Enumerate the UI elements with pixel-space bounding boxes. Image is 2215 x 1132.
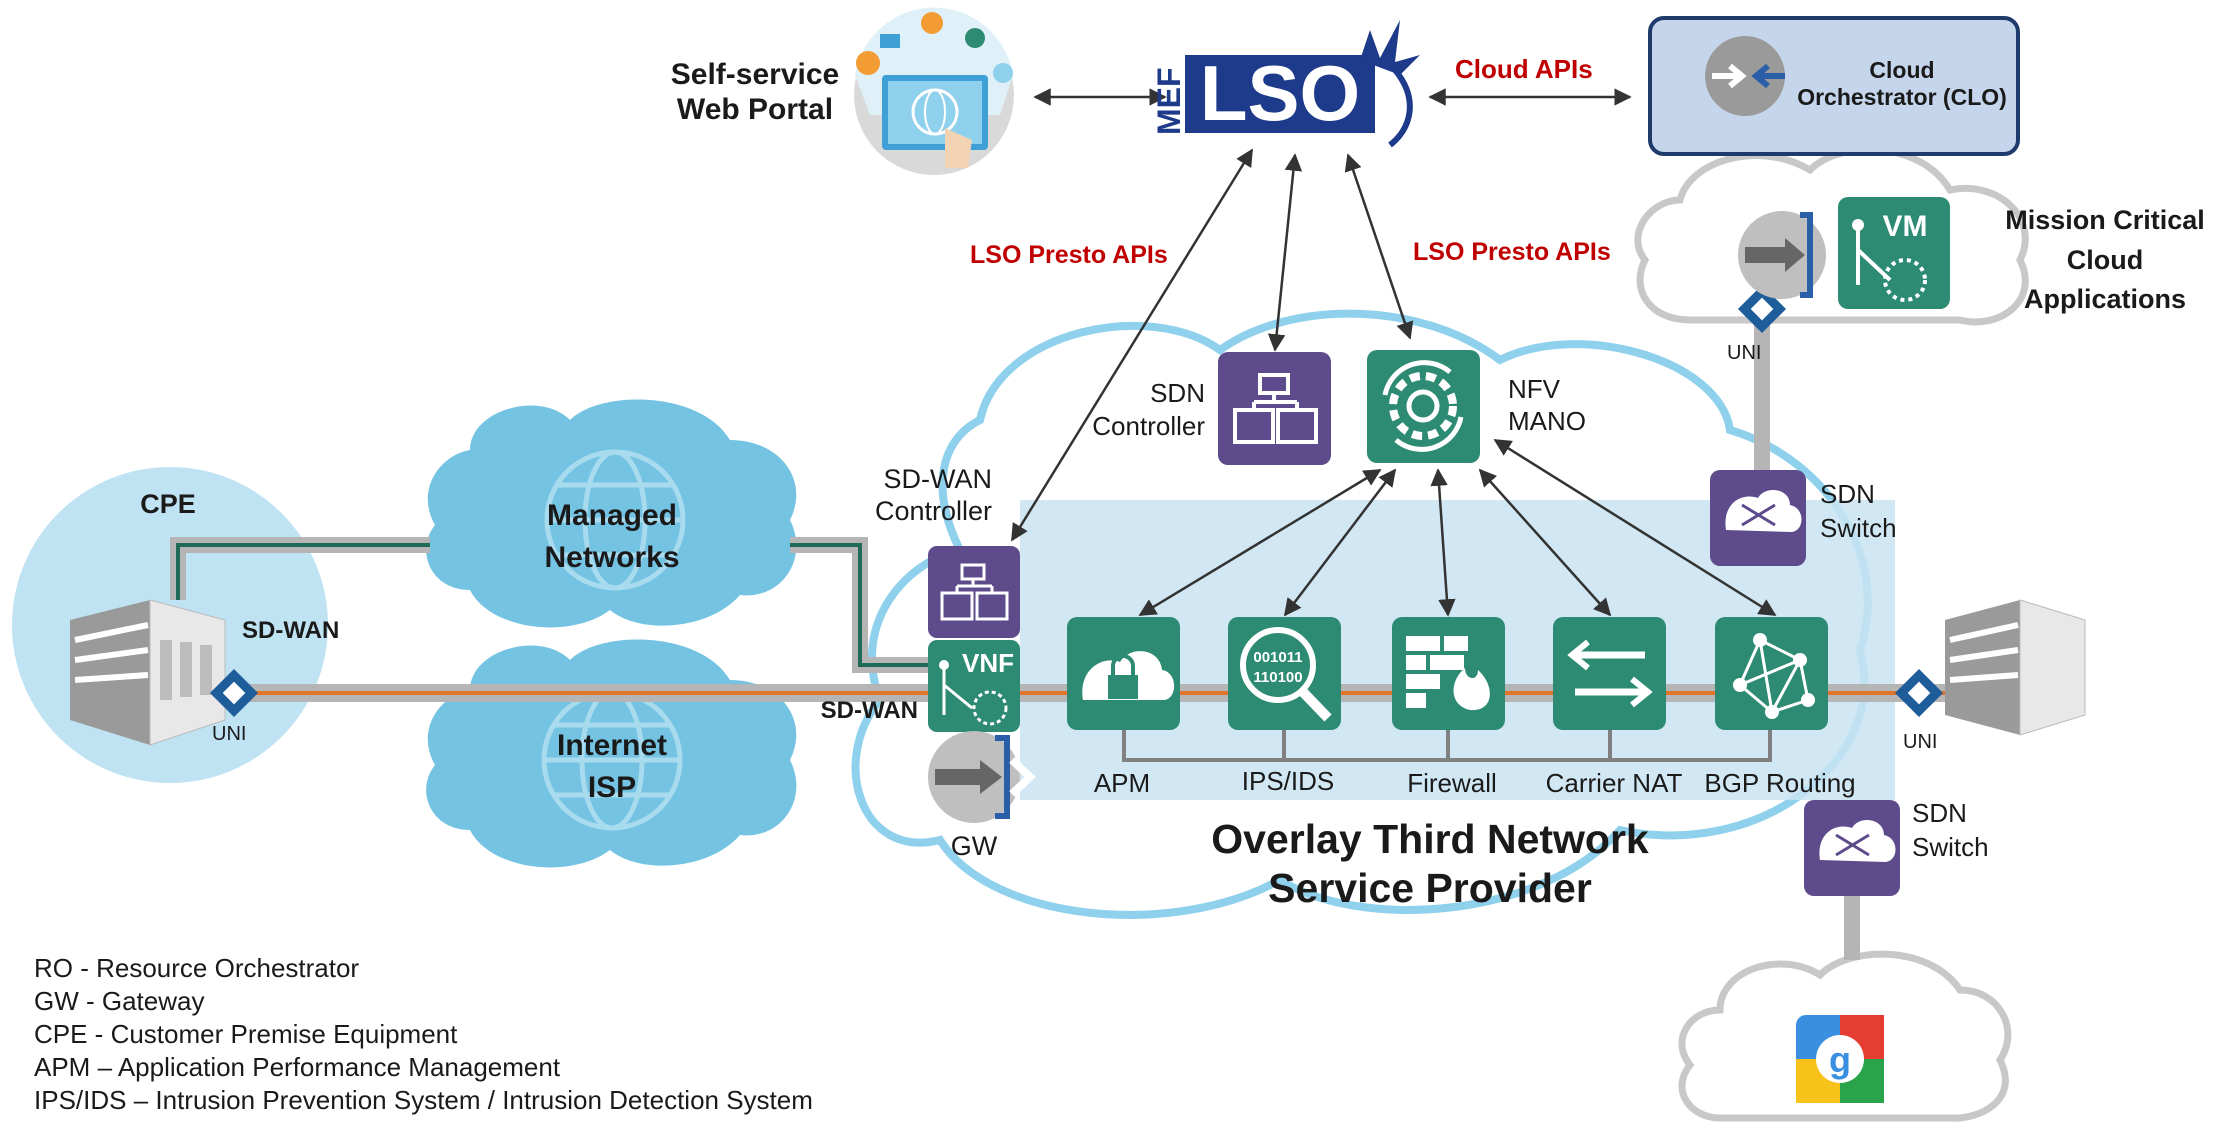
uni-label-top: UNI (1727, 342, 1761, 364)
globe-icon (544, 449, 686, 591)
managed-label-1: Managed (547, 499, 677, 532)
legend-item: APM – Application Performance Management (34, 1052, 561, 1082)
cloud-orchestrator-box (1648, 16, 2020, 156)
svg-text:001011: 001011 (1253, 649, 1302, 666)
clo-label-1: Cloud (1869, 57, 1934, 83)
gateway-icon (1738, 211, 1826, 299)
remote-building-icon (1945, 599, 2086, 736)
gw-label: GW (951, 831, 998, 861)
sdwan-label-mid: SD-WAN (821, 697, 918, 724)
mano-arrow (1430, 468, 1456, 617)
api-arrow (1267, 153, 1303, 352)
legend-item: CPE - Customer Premise Equipment (34, 1019, 458, 1049)
gw-icon (928, 731, 1036, 823)
uni-label-left: UNI (212, 723, 246, 745)
api-arrow (1344, 153, 1414, 340)
function-bus (1122, 730, 1772, 762)
legend: RO - Resource Orchestrator GW - Gateway … (34, 952, 813, 1117)
sdn-switch-icon (1710, 470, 1806, 566)
ips-ids-icon: 001011 110100 (1228, 617, 1341, 730)
apm-icon (1067, 617, 1180, 730)
uni-diamond-left (209, 668, 259, 718)
sdn-switch-icon (1804, 800, 1900, 896)
carrier-nat-icon (1553, 617, 1666, 730)
cloud-apis-label: Cloud APIs (1455, 54, 1593, 84)
lso-logo: LSO MEF (1151, 20, 1420, 148)
nfv-mano-icon (1367, 350, 1480, 463)
uni-label-right: UNI (1903, 731, 1937, 753)
function-label-ips: IPS/IDS (1242, 766, 1334, 796)
sdn-switch-label-1: SDN (1820, 479, 1875, 509)
api-arrow (1010, 148, 1254, 542)
overlay-title-1: Overlay Third Network (1211, 816, 1649, 862)
managed-networks-cloud (426, 399, 797, 628)
managed-link-inner (176, 543, 940, 667)
mission-label-2: Cloud (2067, 245, 2143, 275)
sdwan-controller-label-2: Controller (875, 496, 992, 526)
svg-text:MEF: MEF (1151, 67, 1187, 135)
svg-text:g: g (1829, 1039, 1851, 1080)
sdwan-controller-label-1: SD-WAN (884, 464, 993, 494)
internet-label-1: Internet (557, 729, 667, 762)
function-label-firewall: Firewall (1407, 768, 1497, 798)
function-label-nat: Carrier NAT (1546, 768, 1683, 798)
clo-label-2: Orchestrator (CLO) (1797, 84, 2007, 110)
legend-item: GW - Gateway (34, 986, 205, 1016)
sdwan-controller-icon (928, 546, 1020, 638)
legend-item: RO - Resource Orchestrator (34, 953, 360, 983)
function-label-bgp: BGP Routing (1704, 768, 1855, 798)
svg-text:VM: VM (1883, 210, 1928, 243)
vm-icon: VM (1838, 197, 1950, 309)
bgp-routing-icon (1715, 617, 1828, 730)
nfv-label-1: NFV (1508, 374, 1561, 404)
portal-label-1: Self-service (671, 58, 839, 91)
vnf-icon: VNF (928, 640, 1020, 732)
sdn-switch-bottom-label-1: SDN (1912, 798, 1967, 828)
mission-label-1: Mission Critical (2005, 205, 2205, 235)
presto-api-left: LSO Presto APIs (970, 241, 1168, 269)
overlay-title-2: Service Provider (1268, 865, 1592, 911)
nfv-label-2: MANO (1508, 406, 1586, 436)
mano-arrow (1493, 438, 1777, 617)
sdn-controller-label-2: Controller (1092, 411, 1205, 441)
legend-item: IPS/IDS – Intrusion Prevention System / … (34, 1085, 813, 1115)
sdwan-label-left: SD-WAN (242, 617, 339, 644)
globe-icon (541, 689, 683, 831)
mano-arrow (1283, 468, 1397, 617)
sdn-controller-icon (1218, 352, 1331, 465)
mission-label-3: Applications (2024, 284, 2186, 314)
portal-label-2: Web Portal (677, 93, 833, 126)
managed-label-2: Networks (544, 541, 679, 574)
web-portal-icon (854, 7, 1014, 175)
presto-api-right: LSO Presto APIs (1413, 238, 1611, 266)
sdn-switch-bottom-label-2: Switch (1912, 832, 1989, 862)
svg-text:VNF: VNF (962, 648, 1014, 678)
sdn-switch-label-2: Switch (1820, 513, 1897, 543)
google-app-icon: g (1796, 1015, 1884, 1103)
cpe-label: CPE (140, 489, 196, 519)
svg-text:LSO: LSO (1200, 49, 1360, 137)
function-label-apm: APM (1094, 768, 1150, 798)
mission-critical-cloud (1634, 146, 2029, 326)
svg-text:110100: 110100 (1253, 669, 1302, 686)
firewall-icon (1392, 617, 1505, 730)
sdn-controller-label-1: SDN (1150, 378, 1205, 408)
uni-diamond-right (1894, 668, 1944, 718)
cpe-building-icon (70, 599, 226, 746)
internet-label-2: ISP (588, 771, 636, 804)
